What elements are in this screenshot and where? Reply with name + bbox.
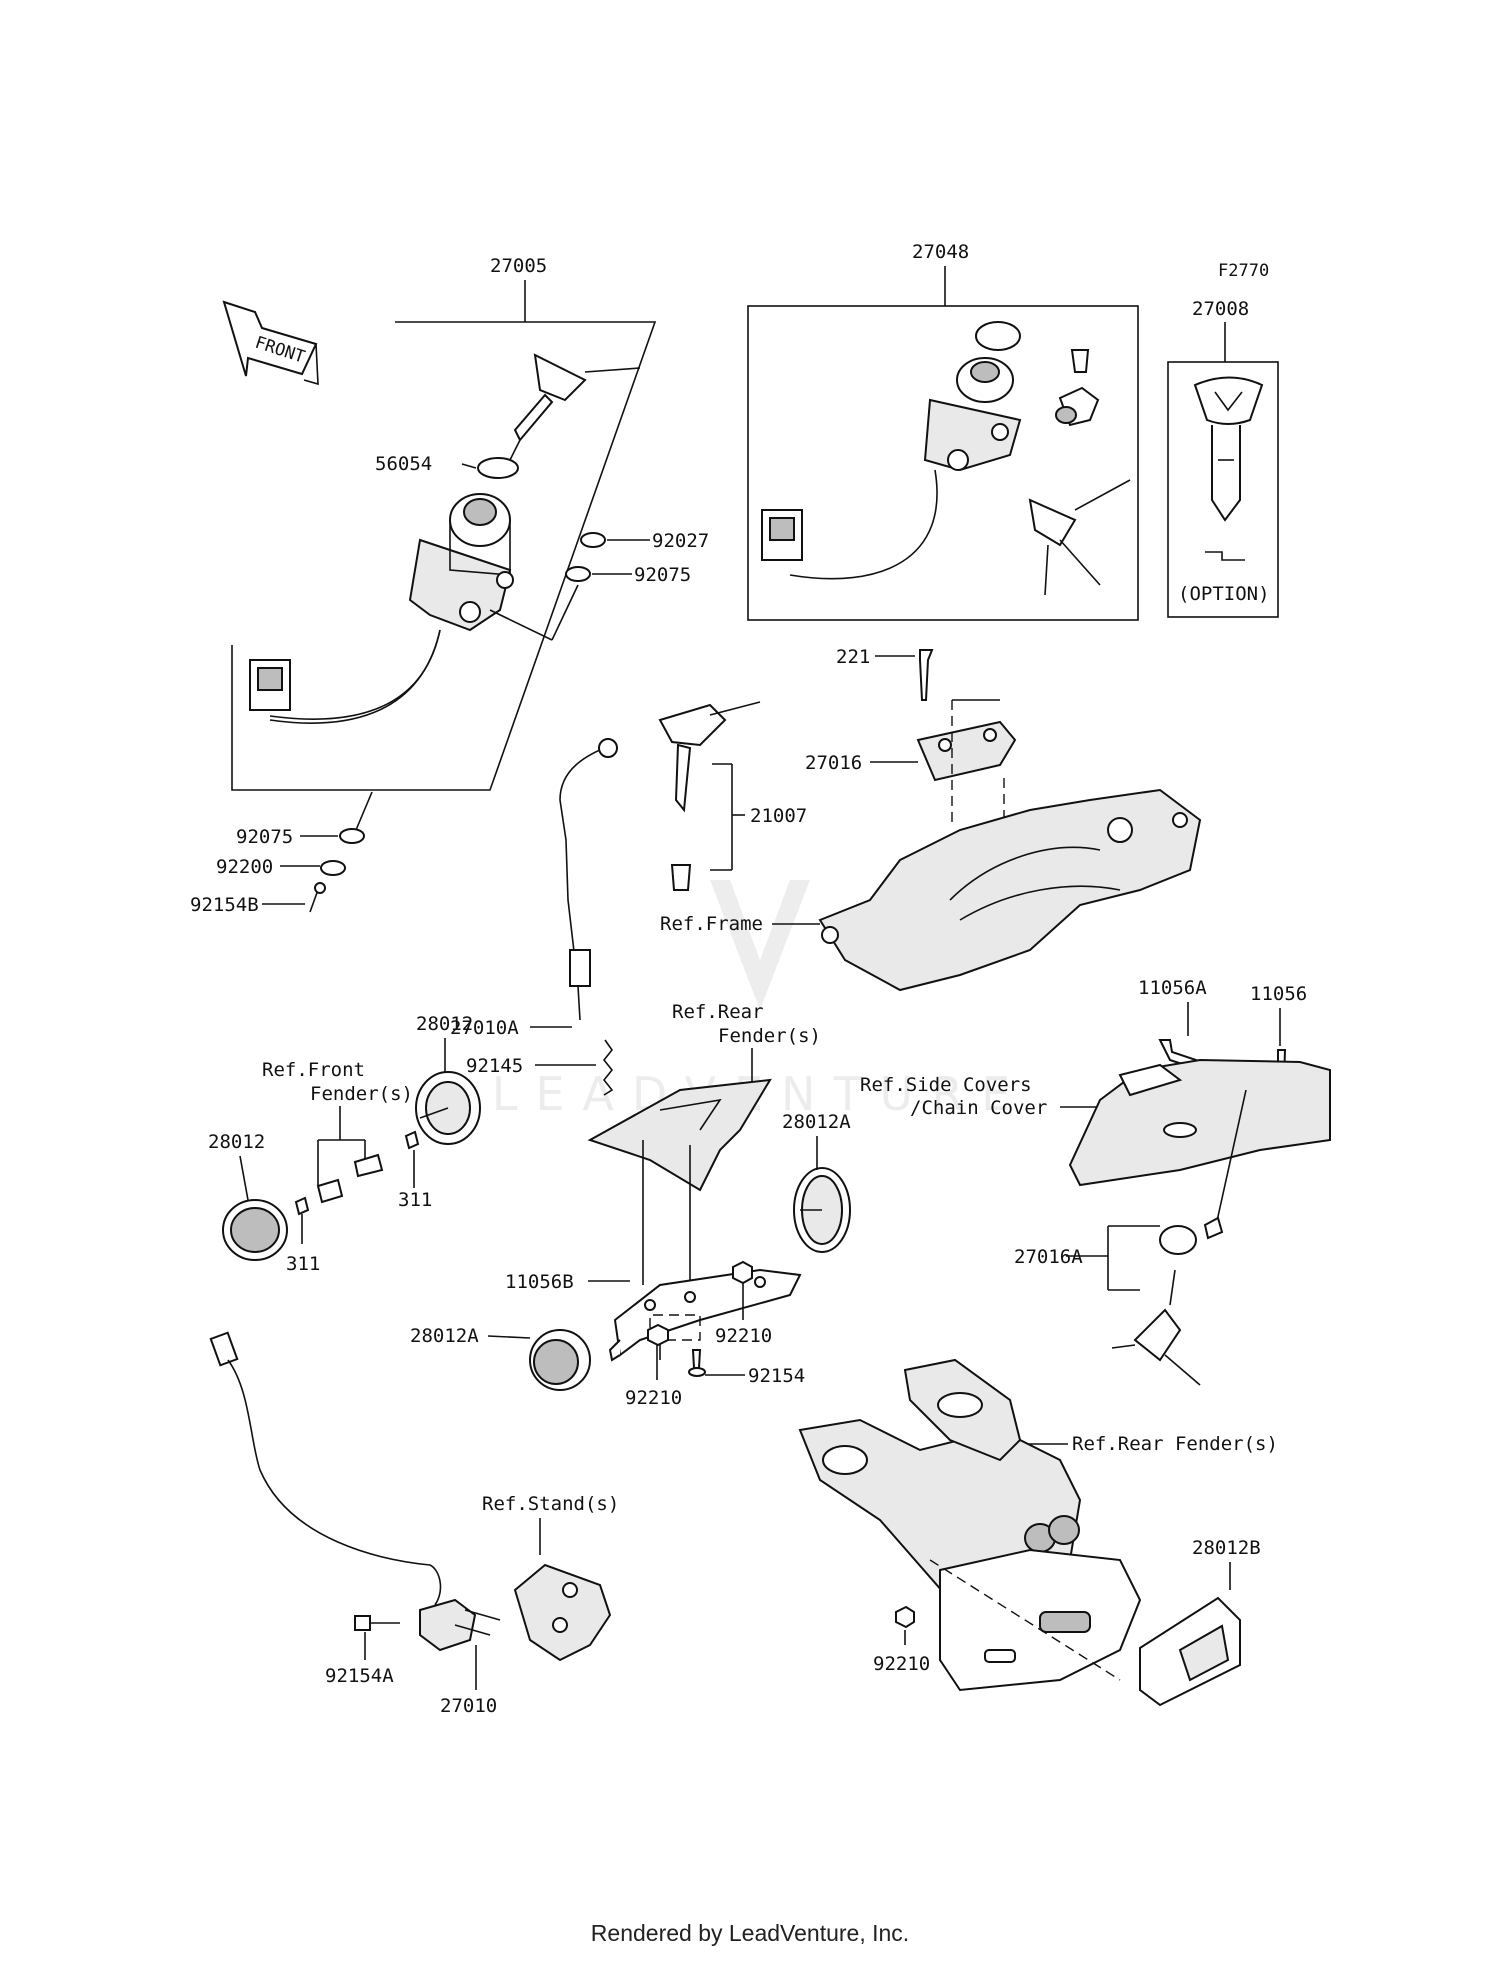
- callout-56054: 56054: [375, 453, 432, 475]
- switch-lock-set-27048: 27048: [747, 241, 1139, 621]
- callout-92145: 92145: [466, 1055, 523, 1077]
- footer-credit: Rendered by LeadVenture, Inc.: [590, 1920, 910, 1946]
- fastener-group-fender: 92210 92210 92154: [625, 1260, 805, 1409]
- callout-11056: 11056: [1250, 983, 1307, 1005]
- ref-front-fender-2: Fender(s): [310, 1083, 413, 1105]
- callout-92154: 92154: [748, 1365, 805, 1387]
- callout-27010: 27010: [440, 1695, 497, 1717]
- washer-56054: [477, 457, 519, 479]
- callout-11056B: 11056B: [505, 1271, 574, 1293]
- ref-stand-label: Ref.Stand(s): [482, 1493, 619, 1515]
- key-icon: [658, 701, 761, 813]
- callout-27016: 27016: [805, 752, 862, 774]
- ref-side-covers-2: /Chain Cover: [910, 1097, 1047, 1119]
- key-icon: [1111, 1269, 1201, 1386]
- callout-27048: 27048: [912, 241, 969, 263]
- key-icon: [504, 353, 641, 471]
- callout-92210-left: 92210: [625, 1387, 682, 1409]
- reflector-28012A-right: 28012A: [782, 1111, 851, 1253]
- ref-frame-label: Ref.Frame: [660, 913, 763, 935]
- callout-11056A: 11056A: [1138, 977, 1207, 999]
- ref-rear-fender-top-1: Ref.Rear: [672, 1001, 764, 1023]
- callout-311-right: 311: [398, 1189, 432, 1211]
- front-fender-area: Ref.Front Fender(s) 28012 28012 311 311: [208, 1013, 481, 1275]
- front-arrow-icon: FRONT: [222, 300, 319, 386]
- callout-28012-right: 28012: [416, 1013, 473, 1035]
- ref-rear-fender-bottom: Ref.Rear Fender(s): [1072, 1433, 1278, 1455]
- rear-fender-top-area: Ref.Rear Fender(s): [587, 1001, 821, 1285]
- rear-fender-bottom-area: Ref.Rear Fender(s) 92210 28012B: [798, 1358, 1278, 1707]
- callout-92075-bottom: 92075: [236, 826, 293, 848]
- ref-front-fender-1: Ref.Front: [262, 1059, 365, 1081]
- callout-28012A-left: 28012A: [410, 1325, 479, 1347]
- callout-21007: 21007: [750, 805, 807, 827]
- callout-92154B: 92154B: [190, 894, 259, 916]
- reflector-28012A-left: 28012A: [410, 1325, 591, 1391]
- callout-27010A: 27010A: [450, 1017, 519, 1039]
- callout-27005: 27005: [490, 255, 547, 277]
- callout-92154A: 92154A: [325, 1665, 394, 1687]
- ref-side-covers-1: Ref.Side Covers: [860, 1074, 1032, 1096]
- key-icon: [1193, 376, 1264, 522]
- callout-28012-left: 28012: [208, 1131, 265, 1153]
- diagram-code: F2770: [1218, 261, 1269, 281]
- callout-92210-right: 92210: [873, 1653, 930, 1675]
- callout-311-left: 311: [286, 1253, 320, 1275]
- sidestand-switch-cable-27010A: 27010A 92145: [450, 738, 618, 1096]
- ignition-switch-set-27005: 27005 56054 92027: [190, 255, 709, 916]
- callout-92210-middle: 92210: [715, 1325, 772, 1347]
- callout-28012B: 28012B: [1192, 1537, 1261, 1559]
- side-cover-area: 11056A 11056 Ref.Side Covers /Chain Cove…: [860, 977, 1331, 1386]
- callout-27016A: 27016A: [1014, 1246, 1083, 1268]
- callout-27008: 27008: [1192, 298, 1249, 320]
- callout-92200: 92200: [216, 856, 273, 878]
- ignition-switch-body: [249, 493, 514, 724]
- bracket-11056B: 11056B: [505, 1268, 802, 1362]
- callout-28012A-right: 28012A: [782, 1111, 851, 1133]
- key-blank-27008: 27008 (OPTION): [1167, 298, 1279, 618]
- callout-221: 221: [836, 646, 870, 668]
- callout-92075-top: 92075: [634, 564, 691, 586]
- sidestand-switch-27010: 27010 92154A Ref.Stand(s): [209, 1331, 619, 1717]
- ref-rear-fender-top-2: Fender(s): [718, 1025, 821, 1047]
- frame-body: [818, 788, 1202, 992]
- frame-area: 221 27016 21007 Ref.Frame: [658, 646, 1202, 992]
- option-label: (OPTION): [1178, 583, 1270, 605]
- callout-92027: 92027: [652, 530, 709, 552]
